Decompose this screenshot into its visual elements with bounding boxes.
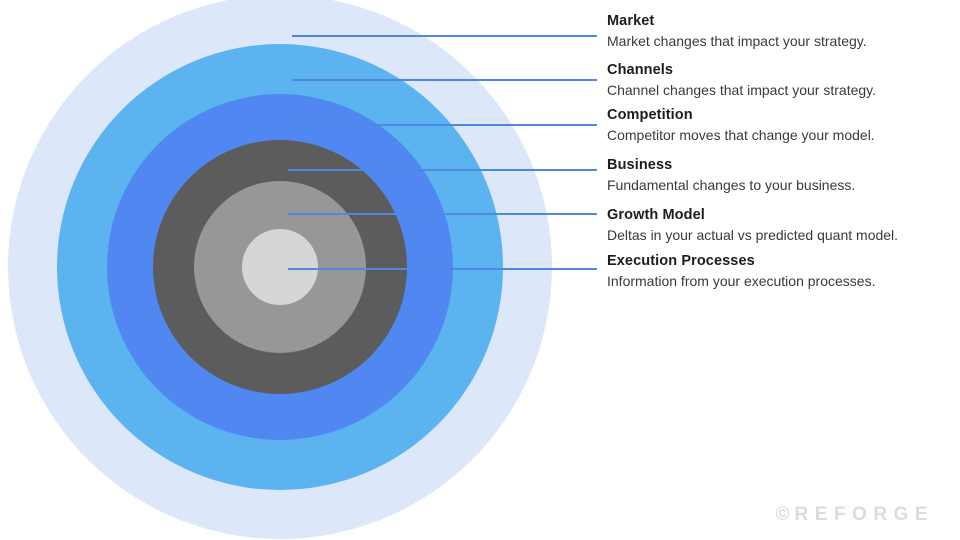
label-column: Market Market changes that impact your s… xyxy=(607,0,957,540)
label-block-market: Market Market changes that impact your s… xyxy=(607,12,957,50)
label-desc-growth-model: Deltas in your actual vs predicted quant… xyxy=(607,227,899,243)
label-title-execution-processes: Execution Processes xyxy=(607,253,755,269)
connector-line-execution-processes xyxy=(288,268,597,270)
connector-line-growth-model xyxy=(288,213,597,215)
connector-line-market xyxy=(292,35,597,37)
label-desc-business: Fundamental changes to your business. xyxy=(607,177,856,193)
label-block-competition: Competition Competitor moves that change… xyxy=(607,106,957,144)
label-title-market: Market xyxy=(607,13,655,29)
connector-line-business xyxy=(288,169,597,171)
copyright-icon: © xyxy=(775,504,793,525)
label-block-growth-model: Growth Model Deltas in your actual vs pr… xyxy=(607,206,957,244)
label-desc-channels: Channel changes that impact your strateg… xyxy=(607,82,877,98)
brand-name: REFORGE xyxy=(794,504,934,525)
label-desc-competition: Competitor moves that change your model. xyxy=(607,127,875,143)
label-title-growth-model: Growth Model xyxy=(607,207,705,223)
connector-line-channels xyxy=(292,79,597,81)
label-desc-market: Market changes that impact your strategy… xyxy=(607,33,867,49)
label-block-execution-processes: Execution Processes Information from you… xyxy=(607,252,957,290)
label-block-business: Business Fundamental changes to your bus… xyxy=(607,156,957,194)
label-title-channels: Channels xyxy=(607,62,674,78)
label-desc-execution-processes: Information from your execution processe… xyxy=(607,273,876,289)
label-block-channels: Channels Channel changes that impact you… xyxy=(607,61,957,99)
ring-execution-processes xyxy=(242,229,318,305)
connector-line-competition xyxy=(288,124,597,126)
label-title-business: Business xyxy=(607,157,673,173)
reforge-watermark: © REFORGE xyxy=(776,504,934,526)
label-title-competition: Competition xyxy=(607,107,693,123)
